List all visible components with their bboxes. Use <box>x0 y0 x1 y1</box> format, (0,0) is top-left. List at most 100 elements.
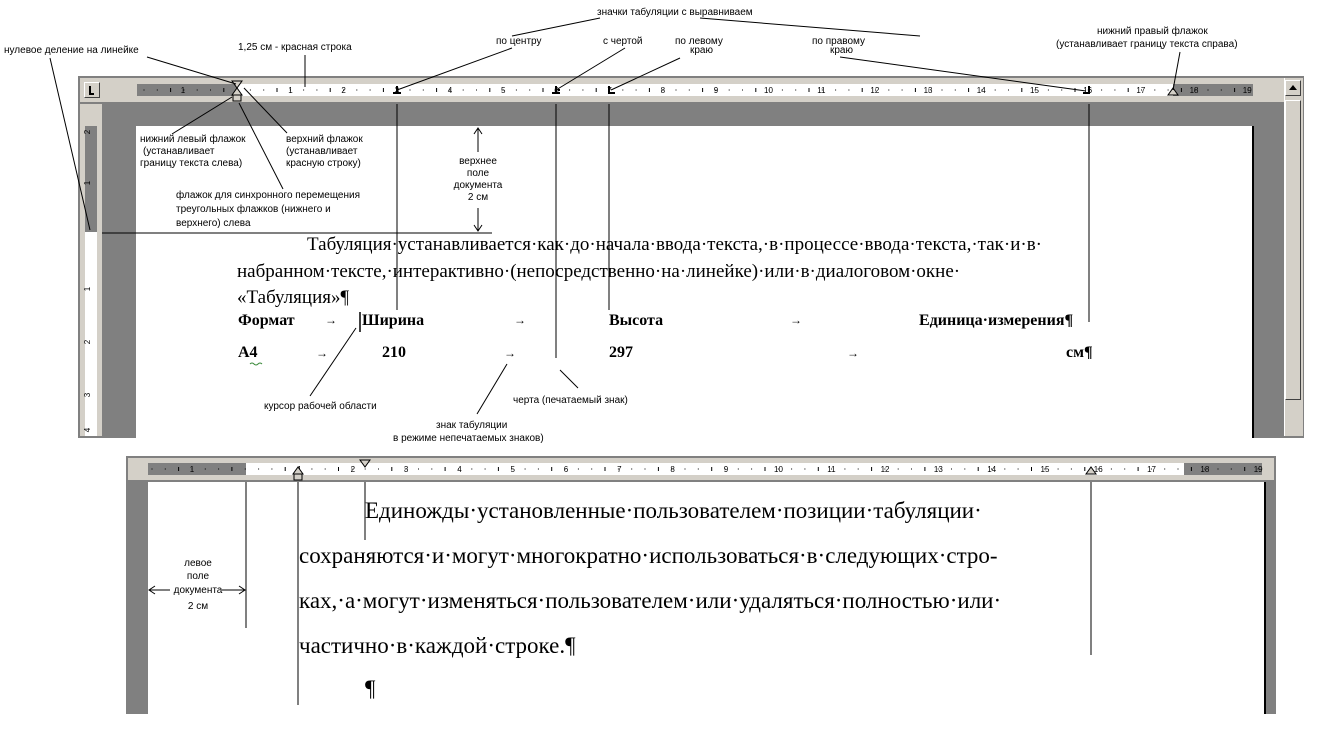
vruler-text-zone <box>85 232 97 436</box>
annotation-top-margin-2: поле <box>466 168 490 179</box>
ruler-left-margin-zone <box>137 84 237 96</box>
annotation-bottom-left-flag-2: (устанавливает <box>143 146 215 157</box>
annotation-left-edge-2: краю <box>690 45 713 56</box>
ruler-number: 19 <box>1242 86 1252 95</box>
vruler-num: 1 <box>83 286 93 292</box>
annotation-top-flag-3: красную строку) <box>286 158 361 169</box>
ruler-number: 2 <box>350 465 356 474</box>
table-cell-unit[interactable]: см¶ <box>1066 344 1093 361</box>
vruler-num: 2 <box>83 129 93 135</box>
ruler-number: 7 <box>617 465 622 474</box>
left-indent-box-marker <box>232 94 242 102</box>
doc1-para-line3[interactable]: «Табуляция»¶ <box>237 287 350 308</box>
table-header-width[interactable]: Ширина <box>362 312 425 329</box>
annotation-top-margin-3: документа <box>453 180 503 191</box>
annotation-sync-flag-1: флажок для синхронного перемещения <box>176 190 361 201</box>
table-header-format[interactable]: Формат <box>238 312 295 329</box>
ruler-number: 17 <box>1136 86 1146 95</box>
ruler-number: 5 <box>510 465 515 474</box>
ruler-right-margin-zone <box>1173 84 1253 96</box>
annotation-right-flag-1: нижний правый флажок <box>1097 26 1208 37</box>
doc1-para-line2[interactable]: набранном·тексте,·интерактивно·(непосред… <box>237 261 961 282</box>
scroll-up-button[interactable] <box>1285 80 1301 96</box>
annotation-top-flag-1: верхний флажок <box>286 134 363 145</box>
doc2-line4[interactable]: частично·в·каждой·строке.¶ <box>299 633 576 658</box>
annotation-left-margin-1: левое <box>184 558 212 569</box>
tab-arrow: → <box>847 346 859 360</box>
annotation-bar: с чертой <box>603 36 643 47</box>
tab-selector-button[interactable] <box>84 82 100 98</box>
ruler-number: 18 <box>1189 86 1199 95</box>
ruler1-tab-stops <box>393 86 1090 94</box>
annotation-center: по центру <box>496 36 542 47</box>
ruler-number: 4 <box>457 465 462 474</box>
ruler2-left-margin-zone <box>148 463 246 475</box>
doc2-line2[interactable]: сохраняются·и·могут·многократно·использо… <box>299 543 998 568</box>
table-header-unit[interactable]: Единица·измерения¶ <box>919 312 1074 329</box>
annotation-left-margin-2: поле <box>186 571 210 582</box>
annotation-bottom-left-flag-3: границу текста слева) <box>140 158 243 169</box>
annotation-bar-mark: черта (печатаемый знак) <box>513 395 628 406</box>
annotation-right-edge-2: краю <box>830 45 853 56</box>
ruler2-text-zone <box>246 463 1184 475</box>
ruler-number: 16 <box>1083 86 1093 95</box>
ruler1-indent-markers <box>231 80 1179 102</box>
ruler-number: 8 <box>670 465 675 474</box>
tab-arrow: → <box>316 346 328 360</box>
scroll-thumb[interactable] <box>1285 100 1301 400</box>
document-page-top <box>136 126 1252 438</box>
left-tab-marker-icon <box>608 86 615 94</box>
doc2-line3[interactable]: ках,·а·могут·изменяться·пользователем·ил… <box>299 588 1002 613</box>
vruler-num: 4 <box>83 427 93 433</box>
ruler-number: 6 <box>563 465 569 474</box>
annotation-bottom-left-flag-1: нижний левый флажок <box>140 134 246 145</box>
tab-arrow: → <box>514 313 526 327</box>
up-arrow-icon <box>1289 85 1297 90</box>
doc1-para-line1[interactable]: Табуляция·устанавливается·как·до·начала·… <box>307 234 1043 255</box>
vruler-num: 2 <box>83 339 93 345</box>
annotation-right-flag-2: (устанавливает границу текста справа) <box>1056 39 1238 50</box>
document-page-bottom <box>148 482 1264 714</box>
vruler-num: 1 <box>83 180 93 186</box>
ruler-number: 11 <box>817 86 826 95</box>
annotation-cursor: курсор рабочей области <box>264 401 377 412</box>
annotation-top-margin-4: 2 см <box>467 192 489 203</box>
annotation-zero-mark: нулевое деление на линейке <box>4 45 139 56</box>
annotation-right-edge-1: по правому <box>812 36 866 47</box>
ruler-number: 13 <box>923 86 933 95</box>
ruler-number: 12 <box>870 86 880 95</box>
tab-arrow: → <box>325 313 337 327</box>
right-tab-icon <box>1083 86 1090 94</box>
ruler-number: 1 <box>180 86 186 95</box>
table-cell-width[interactable]: 210 <box>382 344 406 361</box>
right-indent-marker <box>1167 87 1179 96</box>
left-tab-icon <box>89 86 94 95</box>
ruler-number: 9 <box>723 465 729 474</box>
annotation-tab-icons: значки табуляции с выравниваем <box>597 7 753 18</box>
doc2-line1[interactable]: Единожды·установленные·пользователем·поз… <box>365 498 982 523</box>
annotation-left-edge-1: по левому <box>675 36 723 47</box>
tab-arrow: → <box>504 346 516 360</box>
annotation-sync-flag-2: треугольных флажков (нижнего и <box>176 204 331 215</box>
ruler2-indent-markers <box>292 459 1097 481</box>
first-line-indent-marker <box>231 80 243 89</box>
annotation-left-margin-3: документа <box>173 585 223 596</box>
table-header-height[interactable]: Высота <box>609 312 664 329</box>
ruler2-right-margin-zone <box>1184 463 1262 475</box>
annotation-red-line: 1,25 см - красная строка <box>238 42 352 53</box>
hanging-indent-marker <box>231 87 243 96</box>
table-cell-height[interactable]: 297 <box>609 344 633 361</box>
ruler-number: 15 <box>1030 86 1039 95</box>
doc2-line5[interactable]: ¶ <box>365 676 376 701</box>
ruler-number: 3 <box>403 465 409 474</box>
tab-arrow: → <box>790 313 802 327</box>
annotation-left-margin-4: 2 см <box>187 601 209 612</box>
ruler-number: 14 <box>976 86 986 95</box>
table-cell-format[interactable]: А4 <box>238 344 258 361</box>
annotation-top-margin-1: верхнее <box>459 156 497 167</box>
ruler-text-zone <box>237 84 1173 96</box>
page2-right-edge <box>1264 482 1266 714</box>
vruler-top-margin-zone <box>85 126 97 232</box>
vruler-num: 3 <box>83 392 93 398</box>
